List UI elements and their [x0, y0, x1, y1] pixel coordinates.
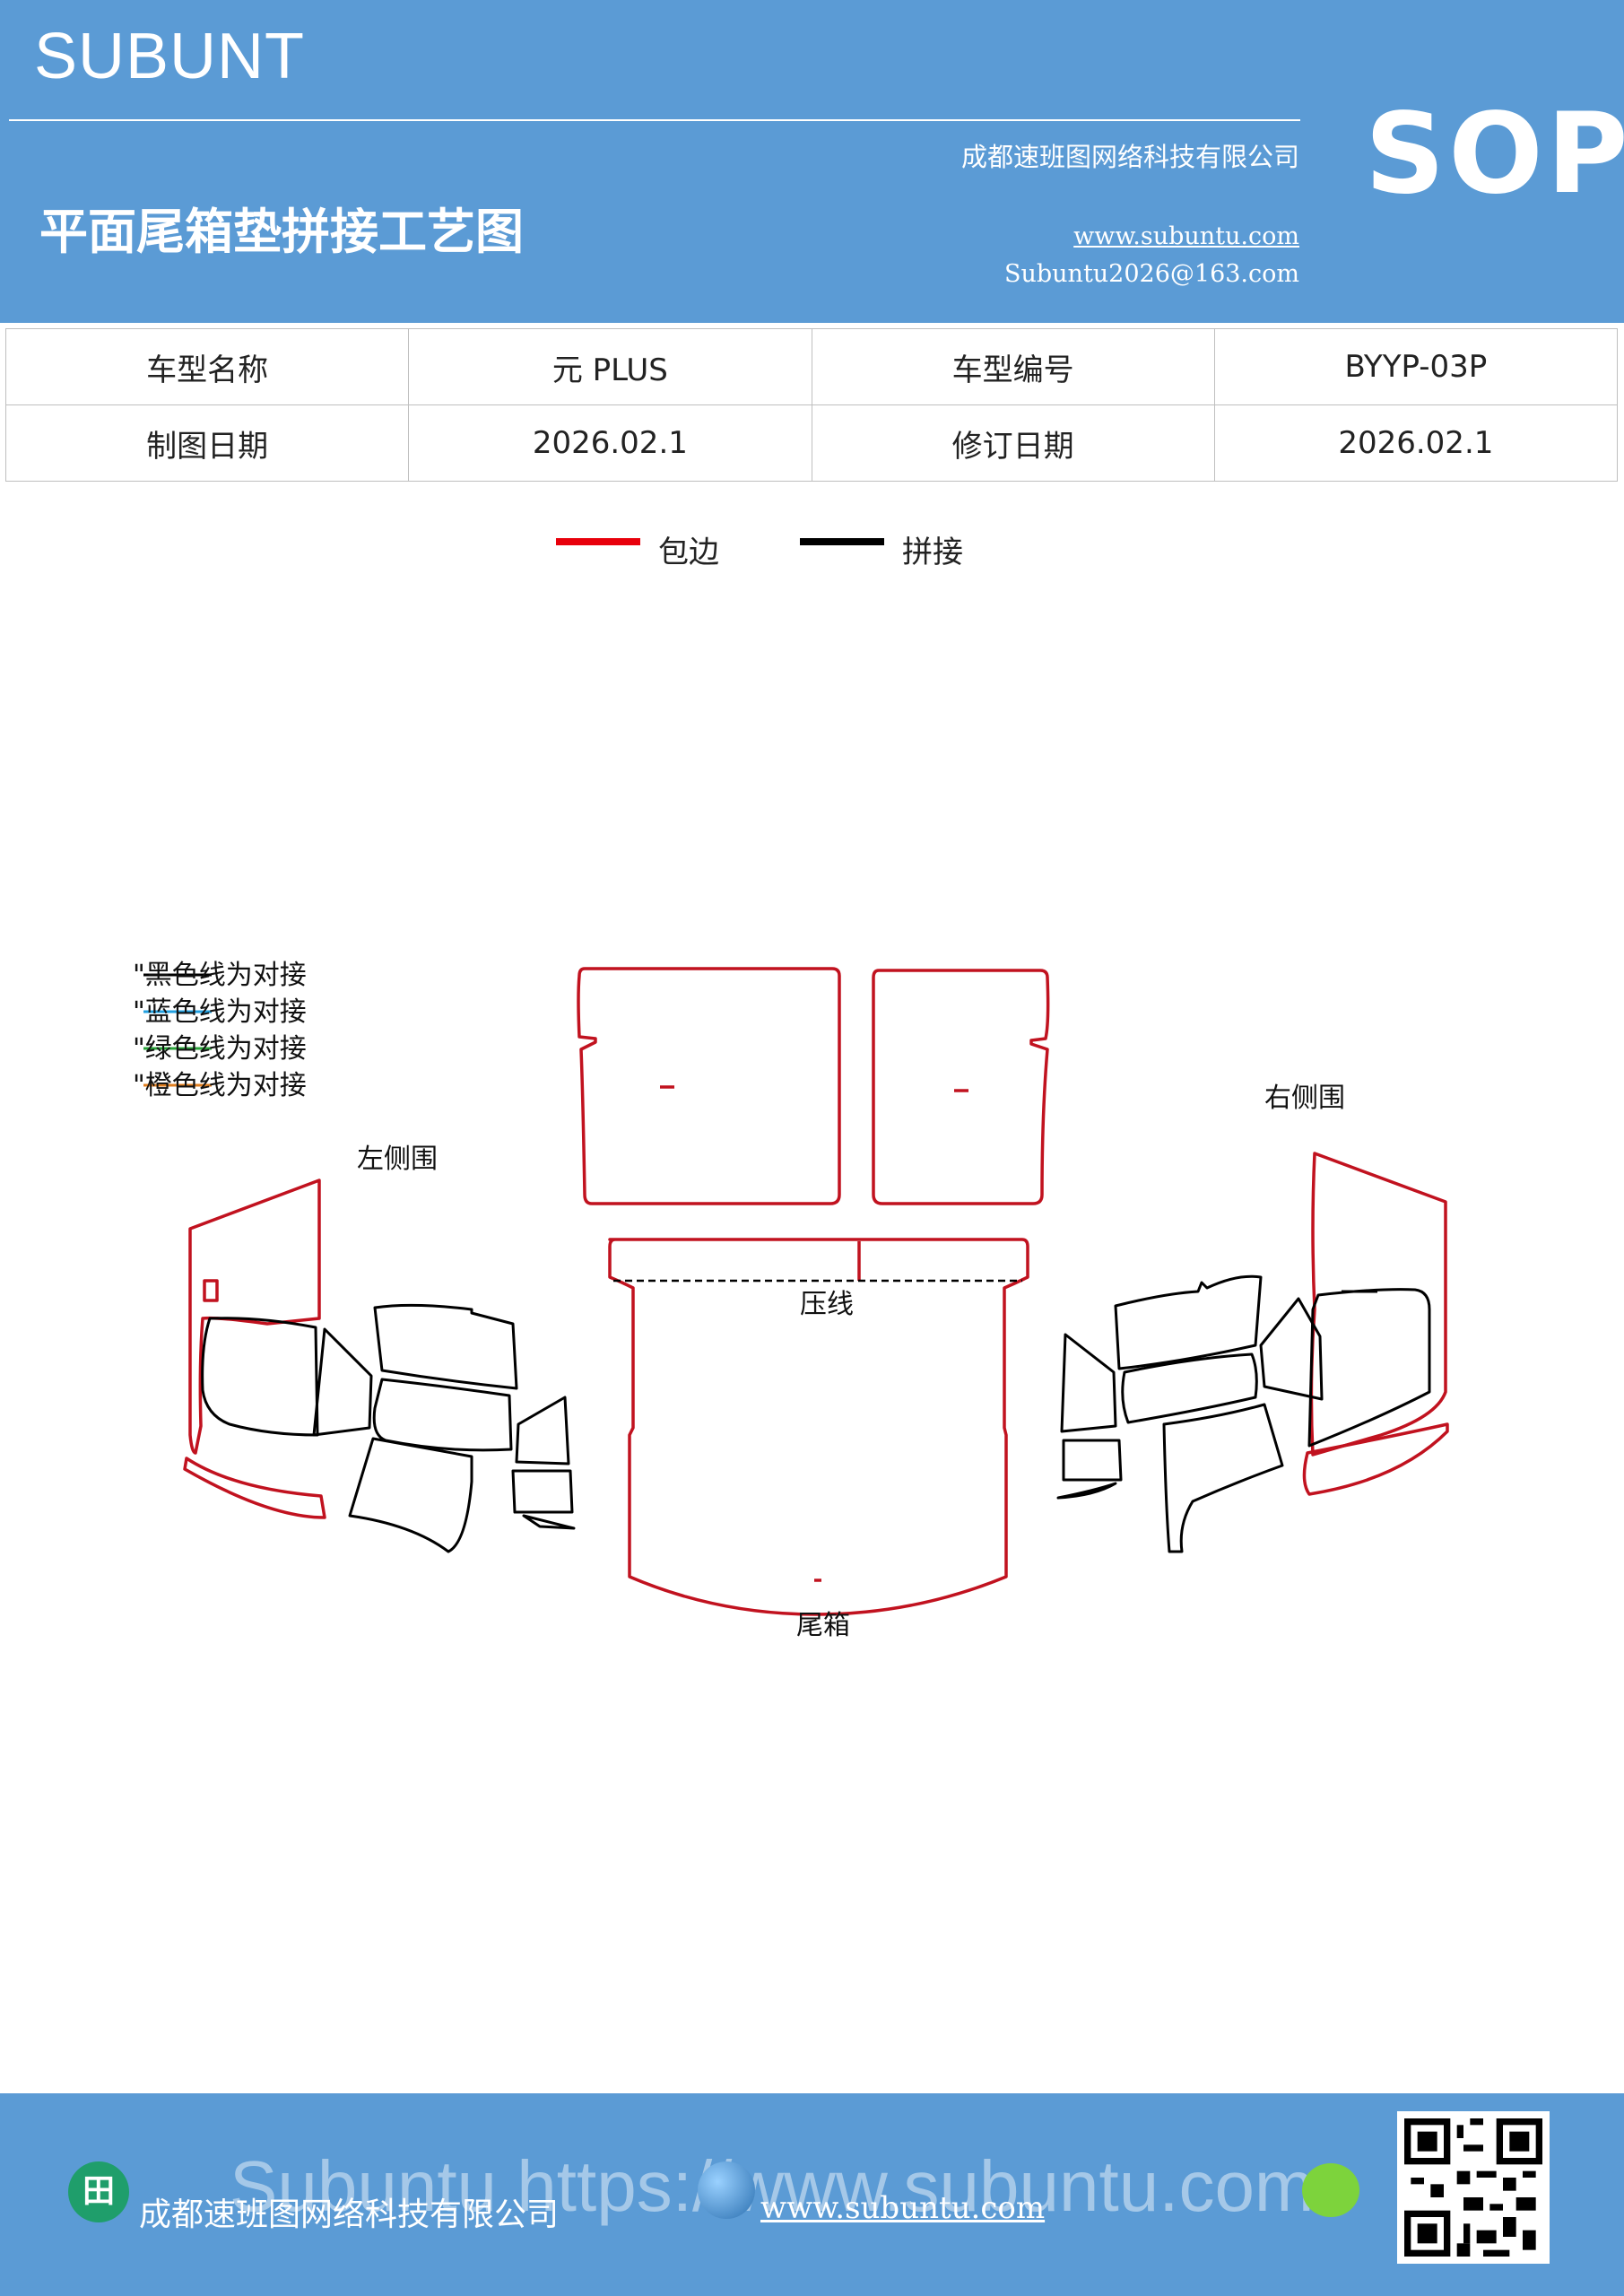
right-side-back-outline [1309, 1152, 1447, 1457]
back-panel-right-outline [872, 969, 1050, 1205]
table-cell-value: 元 PLUS [408, 328, 812, 405]
wechat-icon [1302, 2163, 1359, 2217]
back-panel-left-outline [577, 967, 841, 1205]
table-cell-label: 修订日期 [811, 404, 1215, 482]
label-left-side: 左侧围 [357, 1144, 438, 1175]
legend-swatch-edge [556, 538, 640, 545]
inner-legend-label-1: "蓝色线为对接 [133, 996, 307, 1028]
right-side-piece-7 [1062, 1439, 1123, 1482]
left-side-piece-2 [312, 1327, 373, 1437]
trunk-floor-outline [608, 1238, 1029, 1616]
left-side-piece-1 [201, 1317, 319, 1437]
qr-code-graphic [1404, 2118, 1542, 2257]
qr-code-icon [1397, 2111, 1550, 2264]
left-side-piece-3 [373, 1303, 518, 1390]
table-row: 车型名称 元 PLUS 车型编号 BYYP-03P [4, 328, 1619, 405]
legend-label-edge: 包边 [658, 535, 719, 570]
label-trunk: 尾箱 [796, 1610, 850, 1641]
right-side-strip [1302, 1422, 1449, 1496]
inner-legend-label-2: "绿色线为对接 [133, 1033, 307, 1065]
left-side-panel [183, 1178, 576, 1553]
footer-watermark: Subuntu https://www.subuntu.com [230, 2146, 1315, 2226]
email-address: Subuntu2026@163.com [1004, 260, 1299, 288]
brand-logo-text: SUBUNT [34, 21, 306, 92]
left-side-strip [183, 1457, 326, 1519]
document-title: 平面尾箱垫拼接工艺图 [39, 204, 524, 260]
header-divider [9, 119, 1300, 121]
legend-label-seam: 拼接 [902, 535, 963, 570]
inner-legend-label-0: "黑色线为对接 [133, 960, 307, 991]
table-cell-label: 制图日期 [4, 404, 410, 482]
building-icon: 田 [68, 2161, 129, 2222]
right-side-piece-6 [1162, 1403, 1284, 1553]
left-side-piece-8 [522, 1514, 576, 1530]
right-side-piece-8 [1056, 1482, 1117, 1500]
mat-pattern-drawing: "黑色线为对接 "蓝色线为对接 "绿色线为对接 "橙色线为对接 [133, 960, 1449, 1641]
footer-website-link[interactable]: www.subuntu.com [760, 2190, 1046, 2226]
label-right-side: 右侧围 [1264, 1083, 1345, 1114]
left-side-piece-5 [515, 1396, 570, 1465]
right-side-piece-3 [1259, 1297, 1324, 1401]
table-cell-label: 车型名称 [4, 328, 410, 405]
back-panel-left [577, 967, 841, 1205]
table-cell-value: 2026.02.1 [408, 404, 812, 482]
vehicle-info-table: 车型名称 元 PLUS 车型编号 BYYP-03P 制图日期 2026.02.1… [4, 328, 1619, 482]
back-panel-right [872, 969, 1050, 1205]
globe-icon [698, 2161, 755, 2219]
footer-company-name: 成都速班图网络科技有限公司 [139, 2196, 560, 2233]
table-row: 制图日期 2026.02.1 修订日期 2026.02.1 [4, 404, 1619, 482]
left-side-clip [203, 1279, 219, 1302]
company-name: 成都速班图网络科技有限公司 [960, 142, 1299, 172]
table-cell-value: 2026.02.1 [1213, 404, 1619, 482]
website-link[interactable]: www.subuntu.com [1073, 222, 1299, 250]
inner-legend-label-3: "橙色线为对接 [133, 1070, 307, 1101]
right-side-piece-2 [1114, 1274, 1263, 1370]
header-banner [0, 0, 1624, 323]
right-side-piece-4 [1060, 1333, 1117, 1433]
right-side-piece-1 [1307, 1288, 1431, 1448]
right-side-piece-5 [1121, 1352, 1258, 1424]
table-cell-label: 车型编号 [811, 328, 1215, 405]
left-side-piece-6 [348, 1437, 473, 1553]
label-crease: 压线 [800, 1289, 854, 1320]
right-side-panel [1056, 1152, 1449, 1553]
left-side-piece-7 [511, 1469, 574, 1514]
left-side-piece-4 [372, 1378, 513, 1452]
left-side-back-outline [188, 1178, 321, 1455]
legend-swatch-seam [800, 538, 884, 545]
trunk-floor-panel [608, 1238, 1029, 1616]
inner-legend: "黑色线为对接 "蓝色线为对接 "绿色线为对接 "橙色线为对接 [133, 960, 307, 1101]
sop-badge: SOP [1365, 90, 1624, 219]
table-cell-value: BYYP-03P [1213, 328, 1619, 405]
